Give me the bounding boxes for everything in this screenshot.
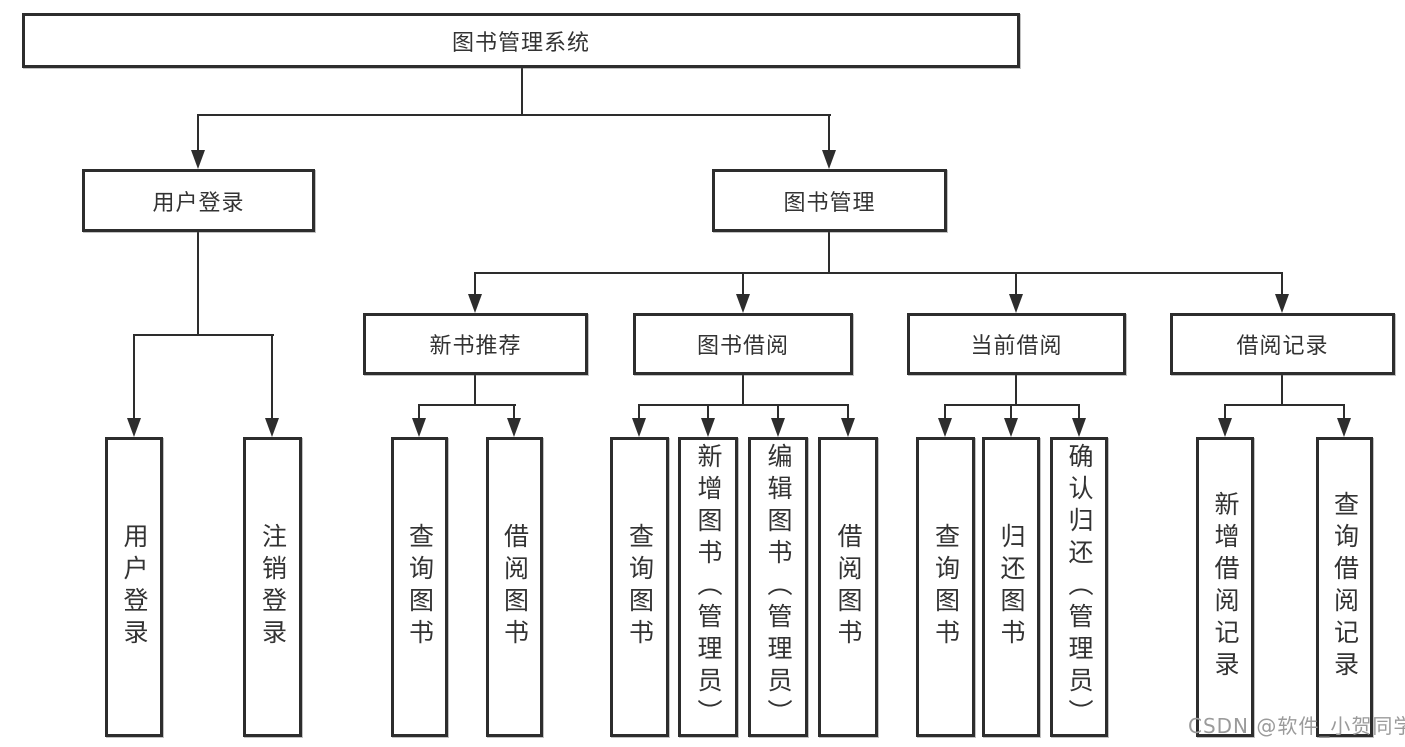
connector-line: [418, 404, 420, 420]
arrowhead-down-icon: [412, 418, 426, 437]
arrowhead-down-icon: [468, 294, 482, 313]
connector-line: [133, 334, 135, 422]
node-leaf-add-book-admin: 新增图书（管理员）: [678, 437, 738, 737]
node-root: 图书管理系统: [22, 13, 1020, 68]
node-leaf-user-login: 用户登录: [105, 437, 163, 737]
connector-line: [707, 404, 709, 420]
connector-line: [1015, 375, 1017, 406]
arrowhead-down-icon: [1337, 418, 1351, 437]
connector-line: [474, 272, 1283, 274]
node-borrow-records: 借阅记录: [1170, 313, 1395, 375]
connector-line: [742, 375, 744, 406]
connector-line: [828, 232, 830, 273]
arrowhead-down-icon: [1218, 418, 1232, 437]
csdn-watermark: CSDN @软件_小贺同学: [1188, 714, 1405, 738]
arrowhead-down-icon: [1275, 294, 1289, 313]
arrowhead-down-icon: [771, 418, 785, 437]
arrowhead-down-icon: [841, 418, 855, 437]
connector-line: [777, 404, 779, 420]
node-leaf-return-book: 归还图书: [982, 437, 1040, 737]
node-leaf-query-borrow-record: 查询借阅记录: [1316, 437, 1373, 737]
node-user-login: 用户登录: [82, 169, 315, 232]
arrowhead-down-icon: [938, 418, 952, 437]
connector-line: [847, 404, 849, 420]
connector-line: [1015, 272, 1017, 296]
node-leaf-logout: 注销登录: [243, 437, 302, 737]
node-leaf-query-books-1: 查询图书: [391, 437, 448, 737]
arrowhead-down-icon: [507, 418, 521, 437]
connector-line: [197, 114, 831, 116]
connector-line: [638, 404, 849, 406]
node-leaf-confirm-return-admin: 确认归还（管理员）: [1050, 437, 1108, 737]
node-leaf-edit-book-admin: 编辑图书（管理员）: [748, 437, 808, 737]
arrowhead-down-icon: [191, 150, 205, 169]
connector-line: [1281, 272, 1283, 296]
connector-line: [1281, 375, 1283, 406]
connector-line: [197, 232, 199, 335]
arrowhead-down-icon: [127, 418, 141, 437]
connector-line: [474, 375, 476, 405]
node-book-borrow: 图书借阅: [633, 313, 853, 375]
node-leaf-query-books-3: 查询图书: [916, 437, 975, 737]
node-leaf-add-borrow-record: 新增借阅记录: [1196, 437, 1254, 737]
connector-line: [133, 334, 274, 336]
connector-line: [197, 114, 199, 156]
connector-line: [1224, 404, 1345, 406]
node-current-borrow: 当前借阅: [907, 313, 1126, 375]
arrowhead-down-icon: [265, 418, 279, 437]
connector-line: [1078, 404, 1080, 420]
node-leaf-query-books-2: 查询图书: [610, 437, 669, 737]
arrowhead-down-icon: [736, 294, 750, 313]
connector-line: [1343, 404, 1345, 420]
connector-line: [474, 272, 476, 296]
connector-line: [828, 114, 830, 156]
connector-line: [944, 404, 1080, 406]
arrowhead-down-icon: [1004, 418, 1018, 437]
connector-line: [521, 68, 523, 115]
node-new-book-rec: 新书推荐: [363, 313, 588, 375]
arrowhead-down-icon: [822, 150, 836, 169]
connector-line: [1010, 404, 1012, 420]
connector-line: [1224, 404, 1226, 420]
connector-line: [418, 404, 516, 406]
arrowhead-down-icon: [701, 418, 715, 437]
connector-line: [638, 404, 640, 420]
connector-line: [944, 404, 946, 420]
connector-line: [513, 404, 515, 420]
arrowhead-down-icon: [1009, 294, 1023, 313]
node-leaf-borrow-books-2: 借阅图书: [818, 437, 878, 737]
arrowhead-down-icon: [1072, 418, 1086, 437]
node-book-mgmt: 图书管理: [712, 169, 947, 232]
connector-line: [742, 272, 744, 296]
arrowhead-down-icon: [632, 418, 646, 437]
node-leaf-borrow-books-1: 借阅图书: [486, 437, 543, 737]
connector-line: [271, 334, 273, 422]
